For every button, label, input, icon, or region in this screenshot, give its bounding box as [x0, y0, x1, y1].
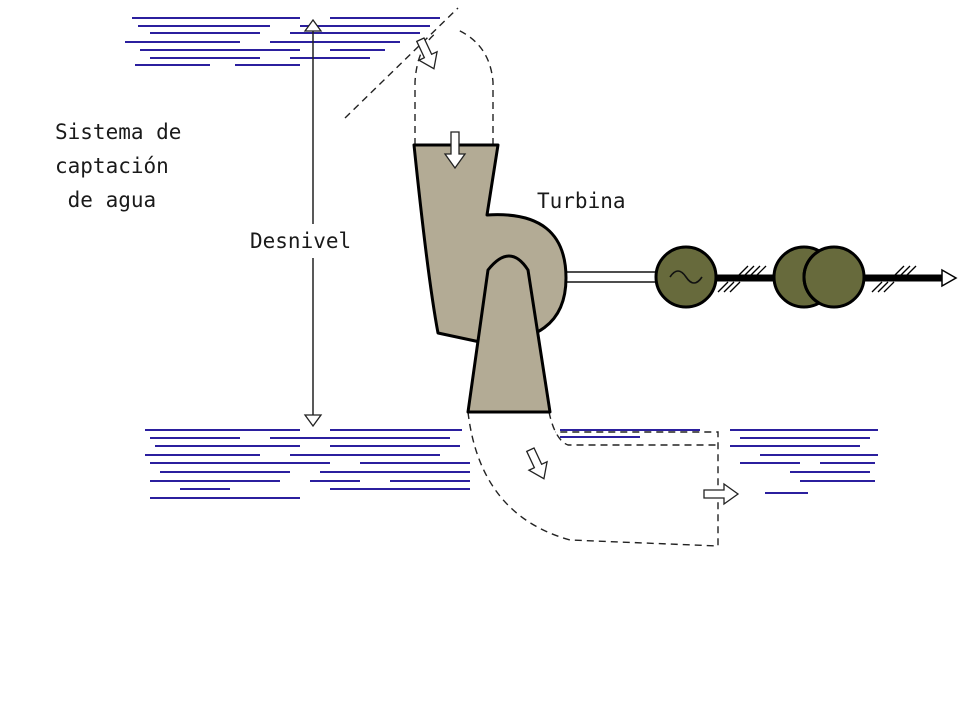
- head-dimension-arrow: [303, 18, 323, 428]
- flow-arrow-discharge-icon: [703, 482, 740, 506]
- ground-hatches: [717, 265, 917, 293]
- upper-reservoir: [125, 17, 440, 66]
- water-intake-label-line-2: captación: [55, 154, 169, 178]
- water-intake-label: Sistema de captación de agua: [55, 115, 181, 217]
- water-intake-label-line-1: Sistema de: [55, 120, 182, 144]
- penstock-pipe: [414, 29, 494, 145]
- head-label: Desnivel: [250, 224, 352, 258]
- draft-tube: [466, 254, 552, 414]
- water-intake-label-line-3: de agua: [55, 188, 157, 212]
- flow-arrow-intake-icon: [415, 37, 438, 70]
- turbine-shaft: [559, 271, 659, 283]
- flow-arrow-inlet-icon: [443, 131, 467, 170]
- transformer-icon: [772, 245, 866, 309]
- generator-icon: [654, 245, 718, 309]
- tailrace-inner-line: [548, 411, 718, 446]
- intake-dashed-line: [344, 7, 459, 119]
- lower-reservoir: [145, 429, 878, 499]
- tailrace-pipe: [467, 411, 719, 547]
- turbine-label: Turbina: [537, 189, 626, 213]
- flow-arrow-outlet-icon: [525, 447, 548, 480]
